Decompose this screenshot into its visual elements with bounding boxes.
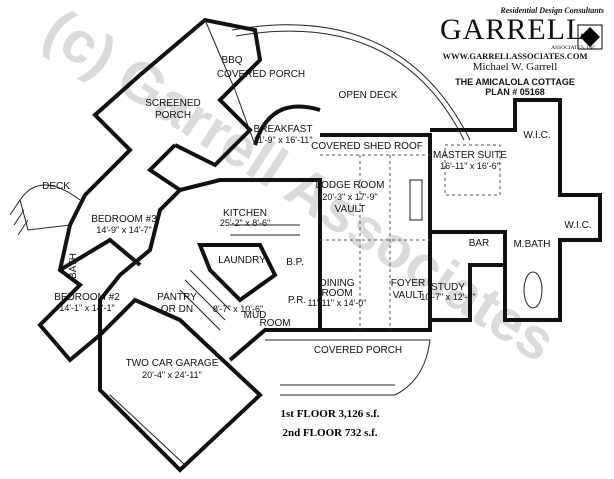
logo-diamond-frame (577, 24, 603, 50)
label-wic-2: W.I.C. (564, 220, 591, 231)
label-bath: BATH (68, 253, 79, 279)
pantry-note: OR DN (161, 304, 193, 315)
porch-line (204, 19, 256, 146)
screened-porch-walls (138, 17, 263, 168)
logo-diamond-icon (580, 27, 600, 47)
label-bedroom-3: BEDROOM #3 (91, 214, 157, 225)
left-wing-walls (37, 73, 142, 363)
garage-walls (98, 297, 263, 473)
lodge-room-vault: VAULT (335, 204, 366, 215)
garage-door (109, 394, 186, 466)
label-screened-porch-2: PORCH (155, 110, 191, 121)
label-covered-porch-rear: COVERED PORCH (217, 69, 305, 80)
tray-ceiling (444, 144, 501, 196)
fireplace (409, 179, 423, 221)
deck-railing (235, 30, 465, 141)
bathtub (523, 271, 543, 309)
label-bedroom-2: BEDROOM #2 (54, 292, 120, 303)
logo-subtitle: ASSOCIATES, INC (551, 45, 596, 51)
label-wic-1: W.I.C. (523, 130, 550, 141)
kitchen-dimensions: 25'-2" x 8'-6" (220, 218, 270, 228)
label-bar: BAR (469, 238, 490, 249)
area-summary: 1st FLOOR 3,126 s.f. 2nd FLOOR 732 s.f. (281, 408, 380, 439)
deck-stairs (9, 199, 29, 236)
label-covered-shed-roof: COVERED SHED ROOF (311, 141, 423, 152)
bar-wall (430, 230, 507, 265)
dining-room-dimensions: 11'-11" x 14'-0" (307, 298, 366, 308)
tagline: Residential Design Consultants (500, 6, 604, 15)
label-master-bath: M.BATH (513, 239, 550, 250)
mud-room-dimensions: 8'-7" x 10'-6" (213, 304, 263, 314)
deck-outline (19, 184, 81, 231)
label-pantry: PANTRY (157, 292, 197, 303)
garage-dimensions: 20'-4" x 24'-11" (142, 370, 202, 380)
bath-wall (58, 237, 142, 272)
label-bp: B.P. (286, 257, 304, 268)
study-dimensions: 10'-7" x 12'-0" (420, 292, 475, 302)
label-screened-porch: SCREENED (145, 98, 201, 109)
bedroom-3-dimensions: 14'-9" x 14'-7" (96, 225, 151, 235)
laundry-walls (197, 243, 278, 303)
breakfast-dimensions: 11'-9" x 16'-11" (253, 135, 312, 145)
label-breakfast: BREAKFAST (254, 124, 313, 135)
label-lodge-room: LODGE ROOM (316, 180, 385, 191)
label-master-suite: MASTER SUITE (433, 150, 507, 161)
label-mud-room-2: ROOM (259, 318, 290, 329)
master-wing-walls (430, 98, 602, 322)
label-dining-room-2: ROOM (321, 288, 352, 299)
room-labels: BBQ COVERED PORCH OPEN DECK SCREENED POR… (42, 55, 592, 380)
label-mud-room: MUD (244, 310, 267, 321)
label-laundry: LAUNDRY (218, 255, 266, 266)
master-suite-dimensions: 16'-11" x 16'-6" (440, 161, 500, 171)
label-study: STUDY (431, 282, 465, 293)
first-floor-area: 1st FLOOR 3,126 s.f. (281, 408, 380, 420)
label-foyer: FOYER (391, 278, 425, 289)
plan-number: PLAN # 05168 (485, 87, 545, 97)
second-floor-area: 2nd FLOOR 732 s.f. (282, 427, 377, 439)
beam-lines (320, 154, 430, 330)
title-block: Residential Design Consultants GARRELL A… (440, 6, 610, 97)
kitchen-walls (179, 178, 322, 362)
bedroom-2-dimensions: 14'-1" x 14'-1" (59, 303, 114, 313)
open-deck-outline (231, 24, 471, 141)
stairs (179, 269, 231, 331)
designer-name: Michael W. Garrell (472, 61, 558, 73)
kitchen-counter (230, 224, 300, 236)
plan-name: THE AMICALOLA COTTAGE (455, 77, 575, 87)
label-bbq: BBQ (221, 55, 242, 66)
website: WWW.GARRELLASSOCIATES.COM (442, 51, 588, 61)
label-kitchen: KITCHEN (223, 208, 267, 219)
label-dining-room: DINING (320, 278, 355, 289)
bedroom-walls (98, 143, 184, 335)
lodge-room-dimensions: 20'-3" x 17'-9" (322, 192, 377, 202)
foyer-vault: VAULT (393, 290, 424, 301)
label-deck: DECK (42, 181, 70, 192)
front-porch-outline (265, 339, 431, 396)
logo: GARRELL (440, 13, 586, 46)
label-garage: TWO CAR GARAGE (126, 358, 219, 369)
label-open-deck: OPEN DECK (339, 90, 398, 101)
breakfast-bay-wall (253, 104, 321, 146)
label-covered-porch-front: COVERED PORCH (314, 345, 402, 356)
label-powder-room: P.R. (288, 295, 306, 306)
